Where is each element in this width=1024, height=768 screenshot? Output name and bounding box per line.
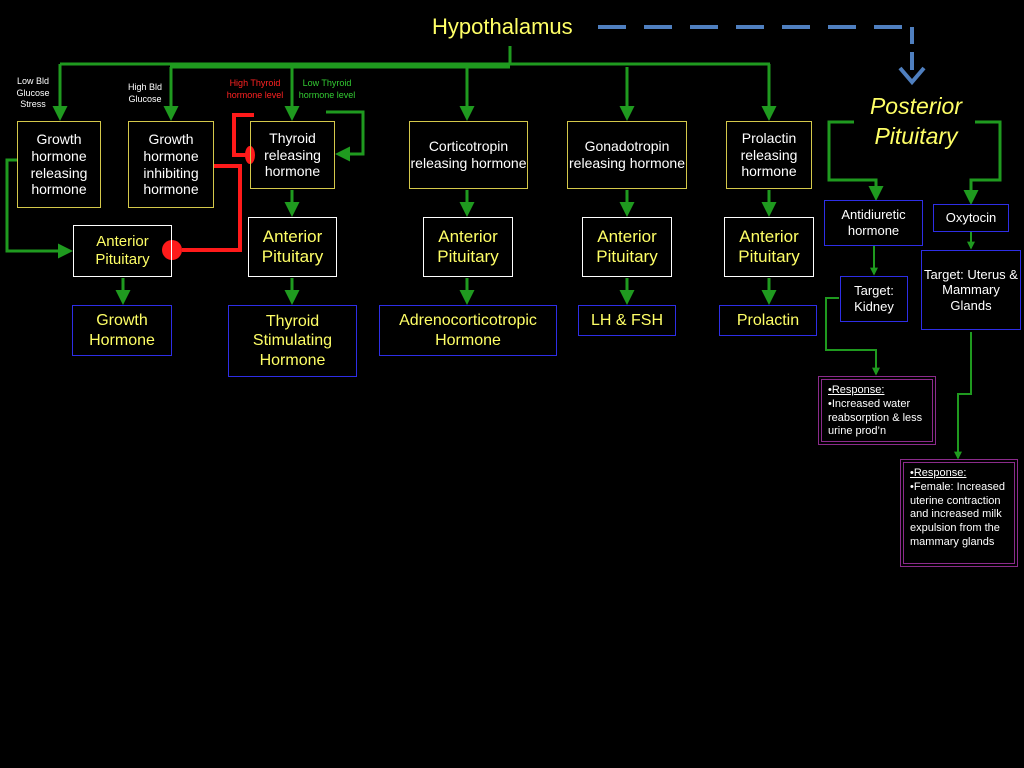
response-box-adh: •Response: •Increased water reabsorption… bbox=[818, 376, 936, 445]
releasing-box-ghrh: Growth hormone releasing hormone bbox=[17, 121, 101, 208]
response-text: •Increased water reabsorption & less uri… bbox=[828, 397, 923, 438]
target-uterus-box: Target: Uterus & Mammary Glands bbox=[921, 250, 1021, 330]
hormone-box-lh-fsh: LH & FSH bbox=[578, 305, 676, 336]
releasing-box-prh: Prolactin releasing hormone bbox=[726, 121, 812, 189]
label-low-bld-glucose: Low Bld Glucose Stress bbox=[16, 76, 50, 110]
anterior-pituitary-box: Anterior Pituitary bbox=[724, 217, 814, 277]
hormone-box-oxytocin: Oxytocin bbox=[933, 204, 1009, 232]
label-low-thyroid: Low Thyroid hormone level bbox=[298, 78, 356, 100]
hormone-box-growth: Growth Hormone bbox=[72, 305, 172, 356]
releasing-box-crh: Corticotropin releasing hormone bbox=[409, 121, 528, 189]
anterior-pituitary-box: Anterior Pituitary bbox=[423, 217, 513, 277]
anterior-pituitary-box: Anterior Pituitary bbox=[582, 217, 672, 277]
response-heading: •Response: bbox=[910, 467, 967, 479]
releasing-box-gnrh: Gonadotropin releasing hormone bbox=[567, 121, 687, 189]
response-heading: •Response: bbox=[828, 384, 885, 396]
anterior-pituitary-box: Anterior Pituitary bbox=[73, 225, 172, 277]
anterior-pituitary-box: Anterior Pituitary bbox=[248, 217, 337, 277]
hypothalamus-title: Hypothalamus bbox=[432, 14, 573, 39]
hormone-box-prolactin: Prolactin bbox=[719, 305, 817, 336]
label-high-bld-glucose: High Bld Glucose bbox=[127, 82, 163, 104]
label-high-thyroid: High Thyroid hormone level bbox=[226, 78, 284, 100]
releasing-box-ghih: Growth hormone inhibiting hormone bbox=[128, 121, 214, 208]
hormone-box-acth: Adrenocorticotropic Hormone bbox=[379, 305, 557, 356]
hormone-box-adh: Antidiuretic hormone bbox=[824, 200, 923, 246]
releasing-box-trh: Thyroid releasing hormone bbox=[250, 121, 335, 189]
response-box-oxytocin: •Response: •Female: Increased uterine co… bbox=[900, 459, 1018, 567]
posterior-pituitary-title: Posterior Pituitary bbox=[869, 93, 963, 149]
hormone-box-tsh: Thyroid Stimulating Hormone bbox=[228, 305, 357, 377]
target-kidney-box: Target: Kidney bbox=[840, 276, 908, 322]
response-text: •Female: Increased uterine contraction a… bbox=[910, 480, 1005, 548]
